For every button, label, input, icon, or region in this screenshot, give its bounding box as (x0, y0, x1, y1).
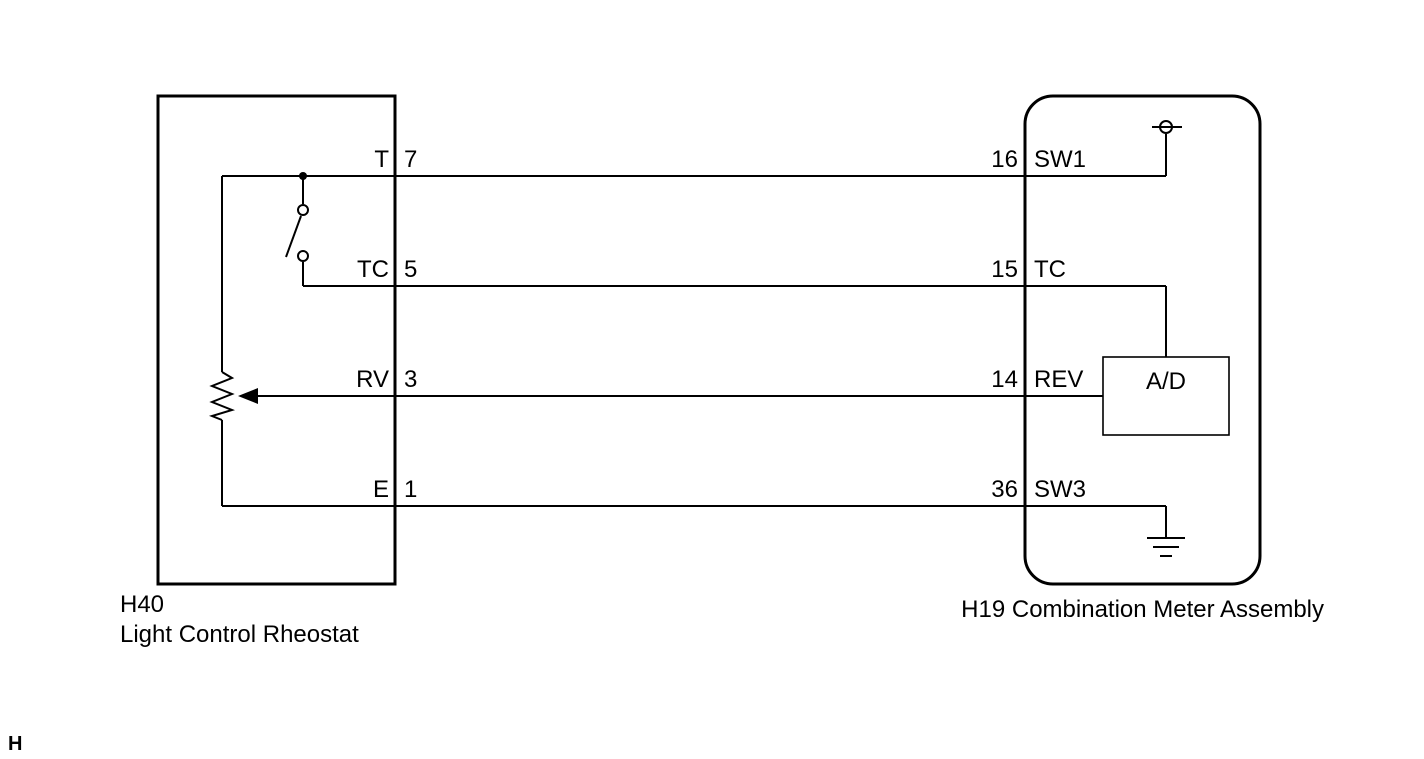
left-terminal-t: T (374, 146, 389, 173)
left-terminal-rv: RV (356, 366, 389, 393)
wire-e-sw3 (222, 505, 1167, 538)
power-source-icon (1152, 120, 1182, 134)
left-pin-5: 5 (404, 256, 417, 283)
right-pin-36: 36 (991, 476, 1018, 503)
switch-icon (285, 172, 309, 262)
wire-t-sw1 (222, 134, 1167, 177)
left-pin-3: 3 (404, 366, 417, 393)
wire-tc-tc (302, 262, 1167, 357)
corner-mark: H (8, 733, 22, 755)
right-terminal-sw1: SW1 (1034, 146, 1086, 173)
left-component-code: H40 (120, 591, 164, 618)
right-pin-14: 14 (991, 366, 1018, 393)
left-component-name: Light Control Rheostat (120, 621, 359, 648)
left-pin-7: 7 (404, 146, 417, 173)
rheostat-box (156, 94, 397, 586)
ad-block (1102, 356, 1230, 436)
ad-block-label: A/D (1146, 368, 1186, 395)
combination-meter-box (1023, 94, 1262, 586)
right-component-name: H19 Combination Meter Assembly (961, 596, 1324, 623)
left-pin-1: 1 (404, 476, 417, 503)
ground-icon (1147, 537, 1185, 557)
right-pin-15: 15 (991, 256, 1018, 283)
rheostat-icon (208, 371, 236, 421)
right-terminal-rev: REV (1034, 366, 1083, 393)
right-pin-16: 16 (991, 146, 1018, 173)
right-terminal-sw3: SW3 (1034, 476, 1086, 503)
right-terminal-tc: TC (1034, 256, 1066, 283)
left-terminal-e: E (373, 476, 389, 503)
wiper-arrow-icon (238, 388, 258, 404)
left-terminal-tc: TC (357, 256, 389, 283)
